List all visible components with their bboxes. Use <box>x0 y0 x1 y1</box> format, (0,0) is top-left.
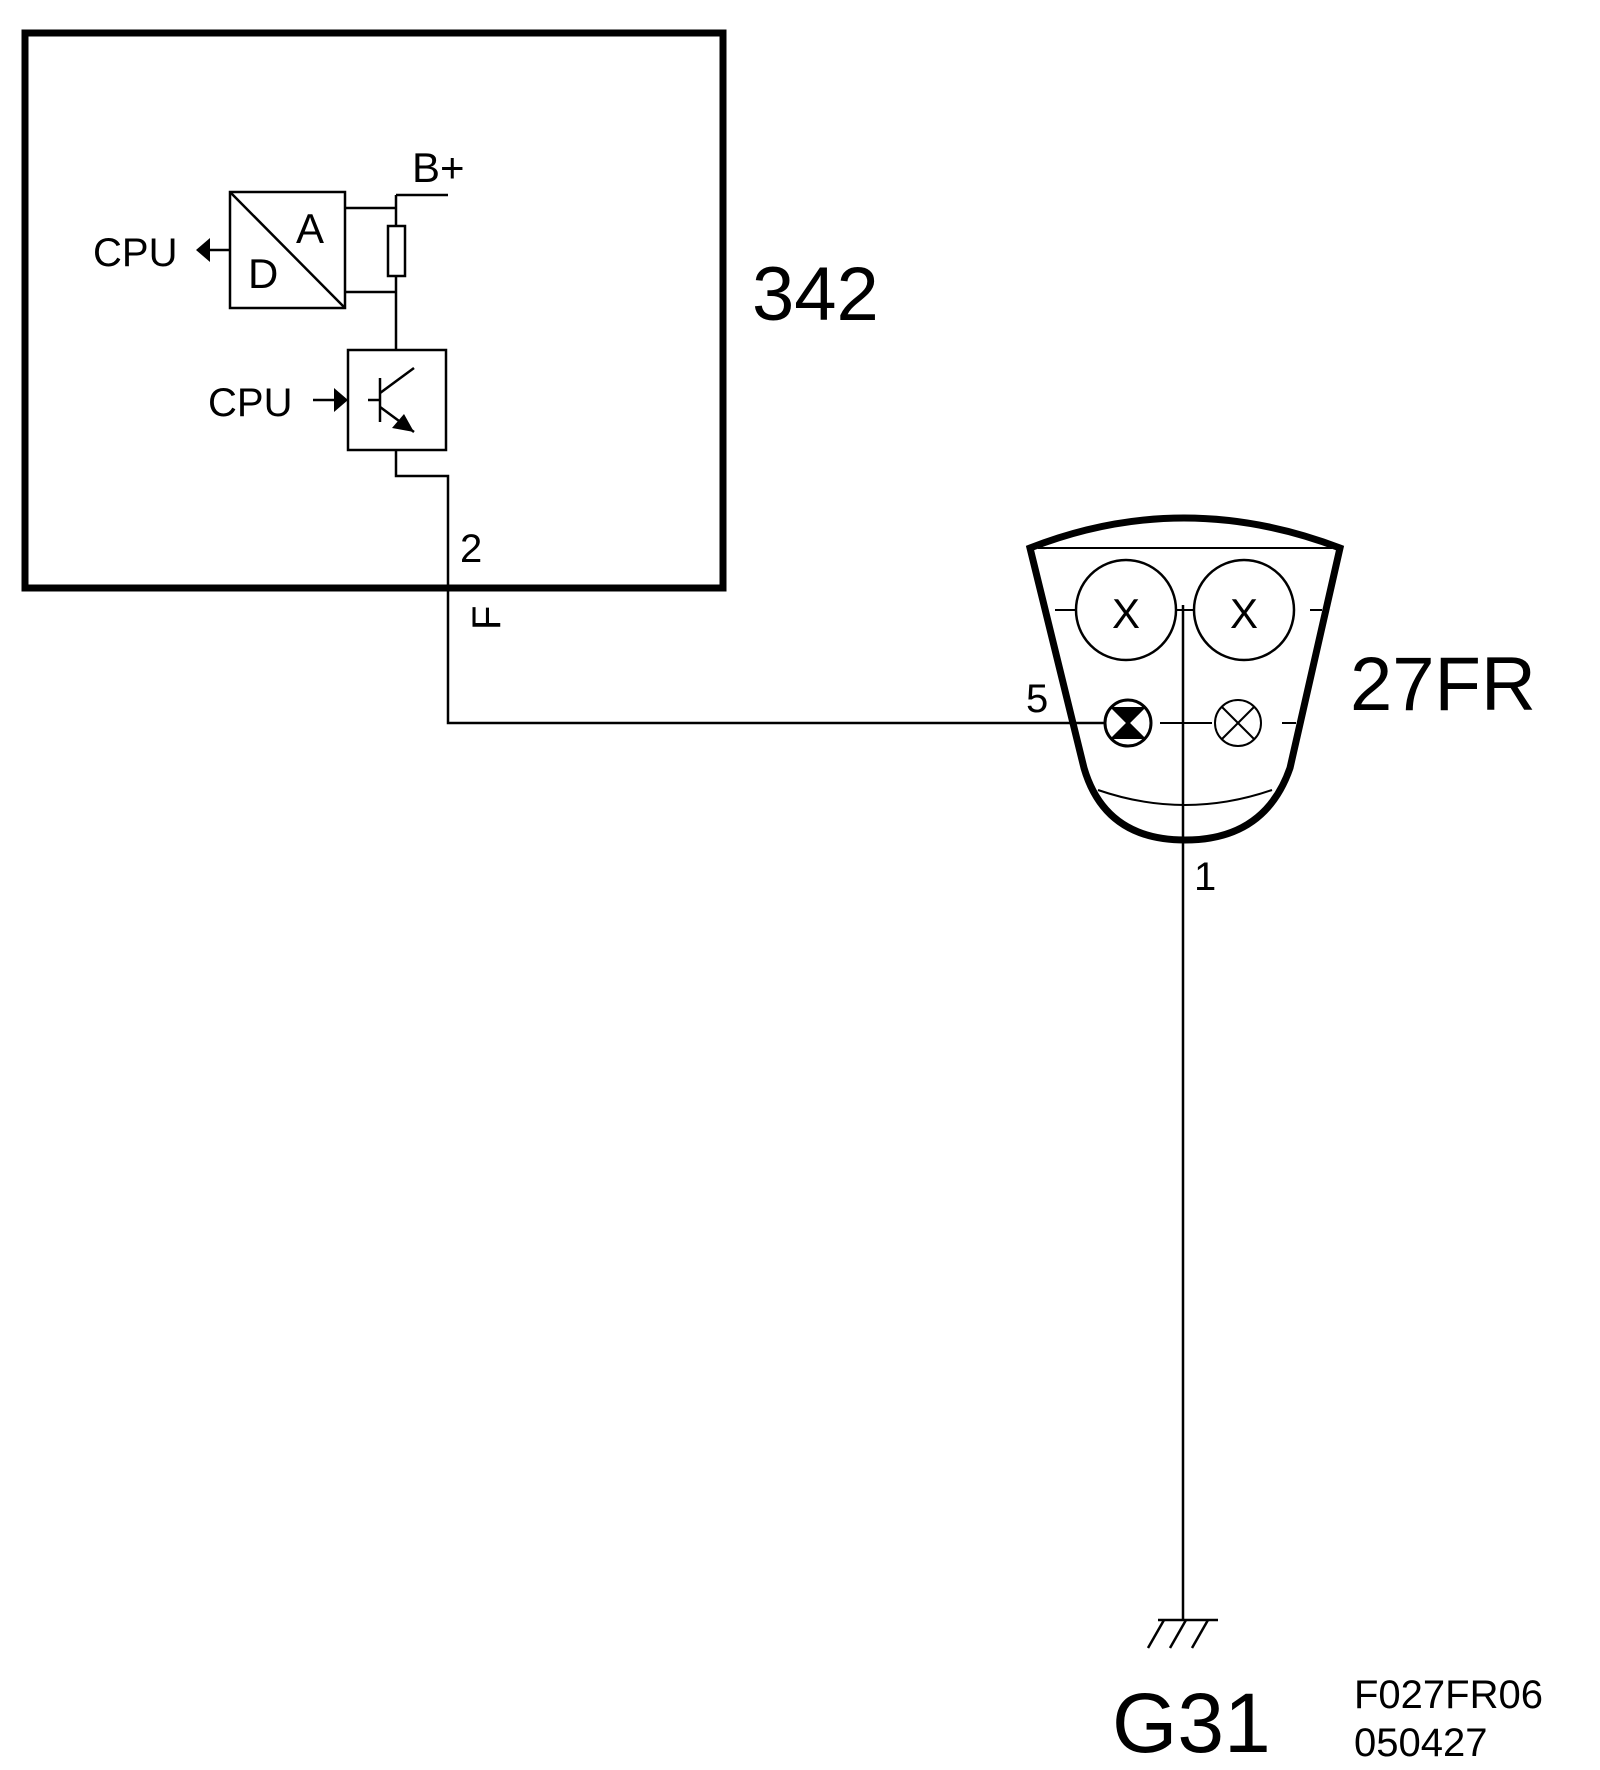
ad-converter-diagonal <box>229 191 346 309</box>
figure-date-label: 050427 <box>1354 1721 1487 1765</box>
adc-a-label: A <box>296 205 324 252</box>
wire-letter-label: F <box>465 606 509 630</box>
ground-icon <box>1146 1618 1218 1649</box>
indicator-lamp-active-icon <box>1103 698 1153 748</box>
connector-inner-arc <box>1097 789 1273 806</box>
cpu-in-label: CPU <box>208 381 292 425</box>
cpu-out-label: CPU <box>93 231 177 275</box>
pin-2-label: 2 <box>460 527 482 571</box>
lamp-top-right-label: X <box>1230 590 1258 637</box>
indicator-lamp-icon <box>1214 699 1262 747</box>
cpu-in-arrow-icon <box>334 388 348 412</box>
transistor-block <box>346 348 448 452</box>
ground-id-label: G31 <box>1112 1676 1271 1770</box>
adc-d-label: D <box>248 250 278 297</box>
figure-code-label: F027FR06 <box>1354 1673 1543 1717</box>
signal-wire <box>394 450 1105 725</box>
lamp-top-right <box>1192 558 1296 662</box>
transistor-collector <box>379 366 415 395</box>
lamp-top-left <box>1074 558 1178 662</box>
pin-5-label: 5 <box>1026 677 1048 721</box>
supply-label: B+ <box>412 144 465 191</box>
lamp-top-left-label: X <box>1112 590 1140 637</box>
connector-27fr-outline <box>1025 514 1345 844</box>
pin-1-label: 1 <box>1194 855 1216 899</box>
transistor-emitter-arrow-icon <box>392 414 414 432</box>
pullup-resistor <box>386 224 407 278</box>
cpu-out-arrow-icon <box>196 238 210 262</box>
module-342-outline <box>21 29 727 592</box>
connector-id-label: 27FR <box>1350 642 1536 727</box>
module-id-label: 342 <box>752 252 879 337</box>
